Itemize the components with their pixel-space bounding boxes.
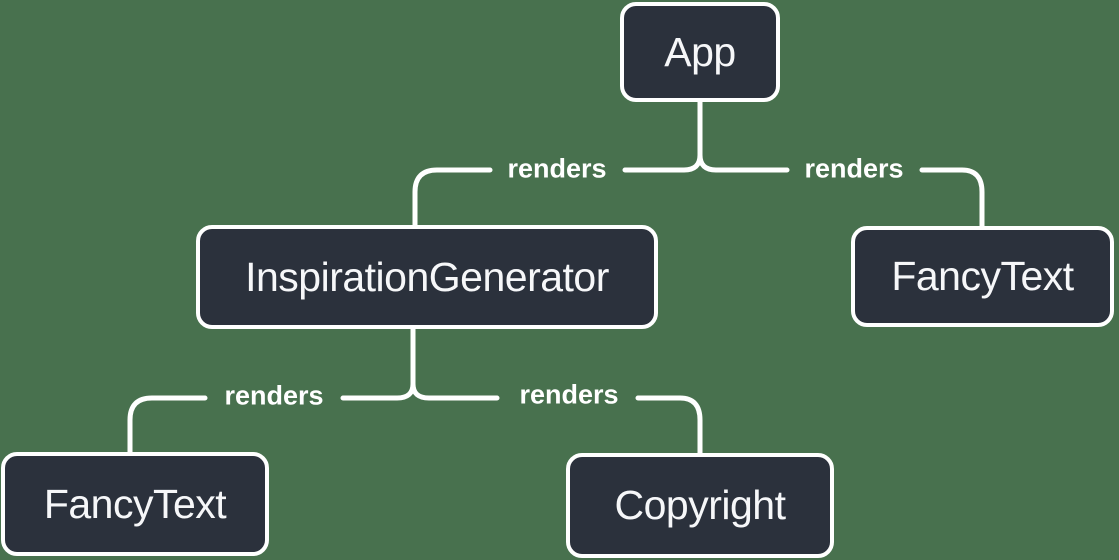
node-fancy-text-top: FancyText — [851, 226, 1114, 327]
edge-inspiration-copyright-flare — [410, 381, 500, 401]
edge-label-renders-inspiration-copyright: renders — [519, 379, 619, 410]
node-app: App — [620, 2, 780, 102]
edge-label-renders-app-fancytext: renders — [804, 153, 904, 184]
edge-label-renders-inspiration-fancytext: renders — [224, 380, 324, 411]
edge-inspiration-fancytext-corner — [127, 395, 208, 461]
node-inspiration-generator: InspirationGenerator — [196, 225, 658, 329]
edge-app-inspiration-flare — [622, 152, 703, 173]
node-app-label: App — [664, 28, 736, 75]
node-fancy-text-bottom: FancyText — [1, 452, 269, 556]
edge-app-fancytext-corner — [919, 167, 985, 236]
node-inspiration-generator-label: InspirationGenerator — [245, 253, 609, 300]
edge-inspiration-copyright-corner — [635, 395, 703, 463]
edge-inspiration-fancytext-flare — [340, 381, 416, 401]
edge-app-inspiration-corner — [412, 167, 493, 235]
node-fancy-text-bottom-label: FancyText — [43, 480, 227, 527]
edge-app-fancytext-flare — [697, 152, 790, 173]
edge-label-renders-app-inspiration: renders — [507, 153, 607, 184]
node-fancy-text-top-label: FancyText — [891, 253, 1074, 299]
node-copyright: Copyright — [566, 453, 834, 558]
node-copyright-label: Copyright — [614, 482, 786, 528]
